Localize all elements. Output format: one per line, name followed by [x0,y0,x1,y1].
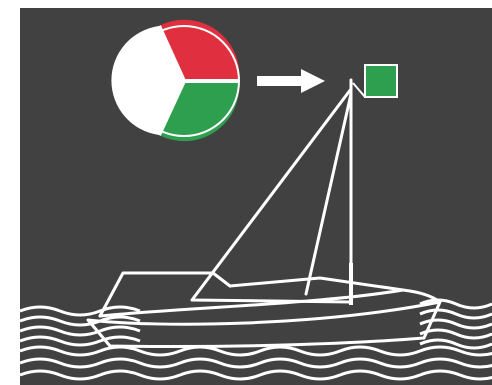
diagram-panel [20,8,492,385]
diagram-svg [20,8,492,385]
masthead-light-icon [353,65,397,97]
tricolor-light-icon [111,20,239,141]
right-arrow-icon [257,69,325,93]
